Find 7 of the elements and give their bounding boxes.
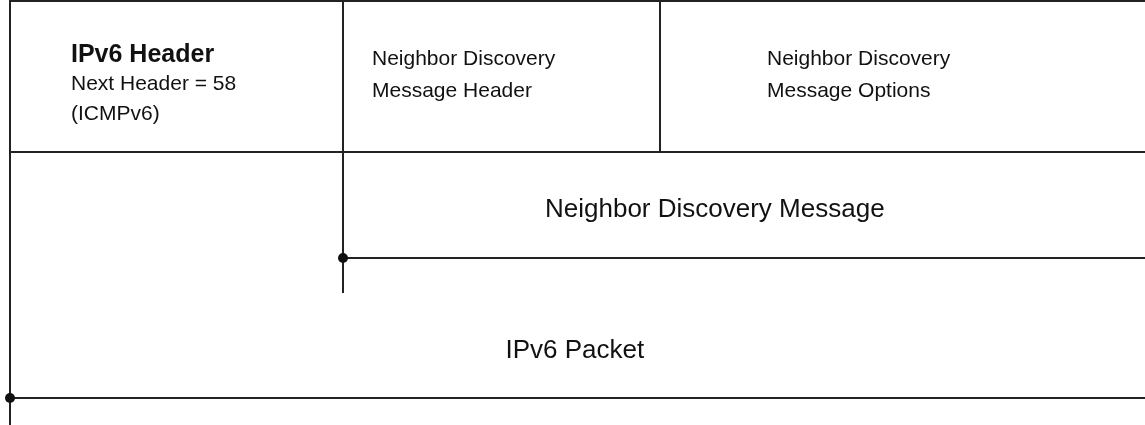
field-description: Next Header = 58 (ICMPv6) [71,70,238,126]
message-options-field: Neighbor Discovery Message Options [659,0,1145,153]
message-header-field: Neighbor Discovery Message Header [342,0,661,153]
field-title: IPv6 Header [71,38,216,68]
span-label: Neighbor Discovery Message [545,193,885,224]
span-label: IPv6 Packet [505,334,645,365]
header-field [9,0,344,153]
